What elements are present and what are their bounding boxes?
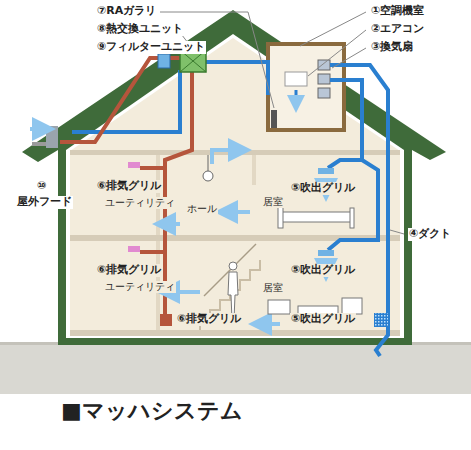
grille-label: ⑥排気グリル xyxy=(96,180,162,193)
room-name: ユーティリティ xyxy=(104,197,176,209)
grille-label: ⑤吹出グリル xyxy=(290,313,356,326)
callout-label: ⑨フィルターユニット xyxy=(96,41,206,54)
callout-label: ②エアコン xyxy=(370,23,425,36)
room-name: ユーティリティ xyxy=(104,281,176,293)
grille-label: ⑥排気グリル xyxy=(96,264,162,277)
callout-label: ⑧熱交換ユニット xyxy=(96,23,184,36)
callout-number: ⑩ xyxy=(36,180,47,193)
grille-label: ⑥排気グリル xyxy=(176,313,242,326)
callout-label: 屋外フード xyxy=(16,196,73,209)
callout-label: ⑦RAガラリ xyxy=(96,5,157,18)
callout-label: ①空調機室 xyxy=(370,5,425,18)
room-name: 居室 xyxy=(262,196,284,208)
room-name: ホール xyxy=(186,203,218,215)
caption: ■マッハシステム xyxy=(60,398,244,423)
callout-label: ③換気扇 xyxy=(370,41,414,54)
callout-label: ④ダクト xyxy=(408,228,452,241)
room-name: 居室 xyxy=(262,282,284,294)
grille-label: ⑤吹出グリル xyxy=(290,264,356,277)
grille-label: ⑤吹出グリル xyxy=(290,182,356,195)
